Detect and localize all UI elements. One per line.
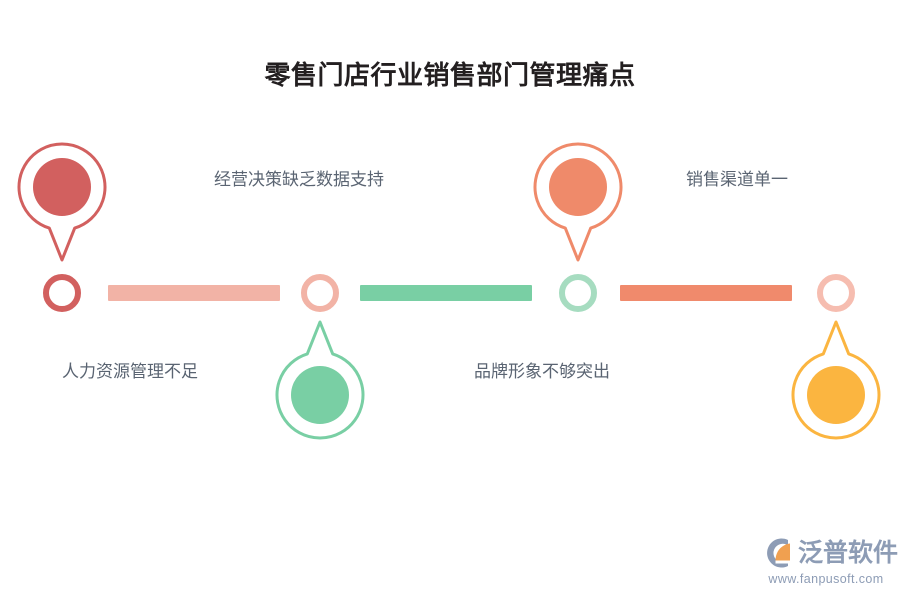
pin-core	[33, 158, 91, 216]
timeline-ring-3[interactable]	[559, 274, 597, 312]
brand-name: 泛普软件	[798, 539, 899, 567]
timeline-ring-2[interactable]	[301, 274, 339, 312]
timeline-ring-4[interactable]	[817, 274, 855, 312]
node-label-3: 销售渠道单一	[686, 170, 788, 189]
pin-marker-4[interactable]	[772, 320, 900, 459]
timeline-segment-3	[620, 285, 792, 301]
pin-core	[291, 366, 349, 424]
pin-core	[807, 366, 865, 424]
node-label-4: 品牌形象不够突出	[474, 362, 610, 381]
pin-marker-1[interactable]	[0, 123, 126, 262]
pin-outline	[533, 142, 623, 262]
node-label-2: 人力资源管理不足	[62, 362, 198, 381]
brand-logo-row: 泛普软件	[762, 534, 898, 572]
pin-outline	[17, 142, 107, 262]
timeline-segment-2	[360, 285, 532, 301]
timeline-ring-1[interactable]	[43, 274, 81, 312]
pin-marker-3[interactable]	[514, 123, 642, 262]
node-label-1: 经营决策缺乏数据支持	[214, 170, 384, 189]
pin-outline	[791, 320, 881, 440]
page-title: 零售门店行业销售部门管理痛点	[264, 60, 636, 90]
pin-core	[549, 158, 607, 216]
fanpu-logo-icon	[762, 536, 796, 570]
pin-outline	[275, 320, 365, 440]
timeline-segment-1	[108, 285, 280, 301]
brand-logo[interactable]: 泛普软件 www.fanpusoft.com	[762, 534, 898, 590]
brand-url: www.fanpusoft.com	[768, 572, 884, 586]
pin-marker-2[interactable]	[256, 320, 384, 459]
